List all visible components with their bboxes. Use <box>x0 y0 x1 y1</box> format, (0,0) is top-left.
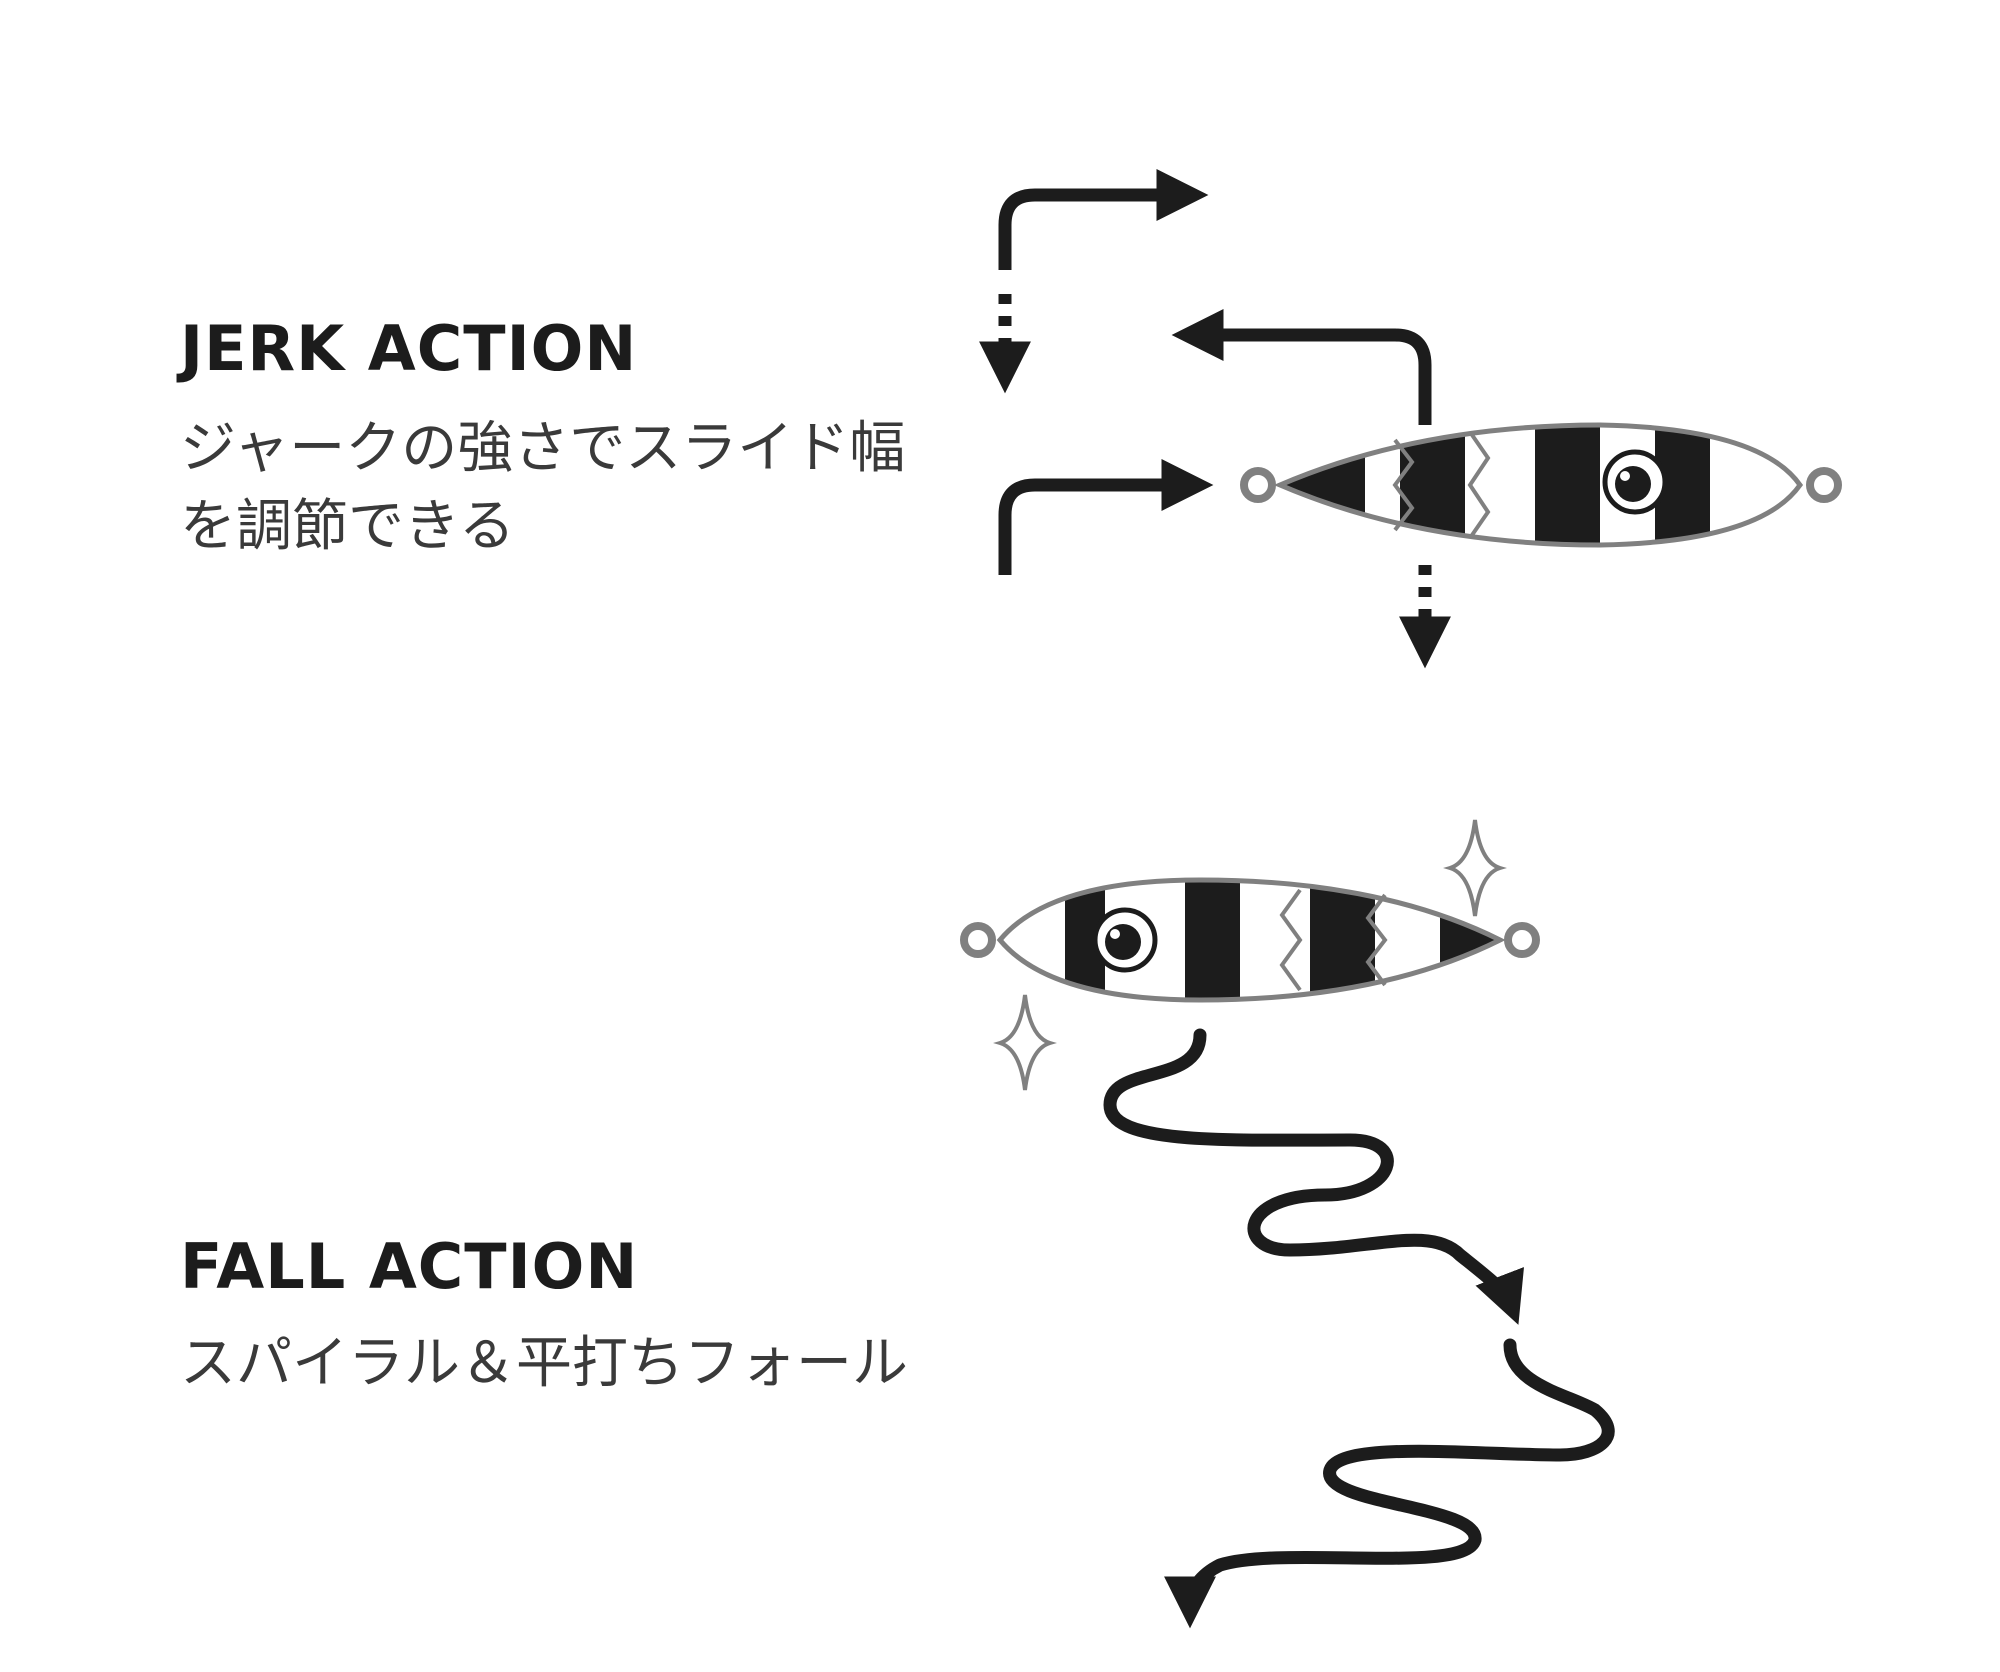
sparkle-icon-bottom <box>993 994 1057 1091</box>
fall-wave-lower <box>1164 1338 1615 1629</box>
jerk-arrows <box>979 169 1451 669</box>
jerk-arrow-right-top <box>998 169 1209 270</box>
jerk-action-description-line-2: を調節できる <box>180 494 515 559</box>
jerk-action-title: JERK ACTION <box>180 312 638 385</box>
fall-lure <box>960 877 1540 1003</box>
fall-lure-ring-right <box>1504 922 1540 958</box>
jerk-lure-ring-right <box>1806 467 1842 503</box>
sparkle-icon-top <box>1443 819 1507 917</box>
jerk-lure <box>1240 422 1842 548</box>
jerk-action-description-line-1: ジャークの強さでスライド幅 <box>180 416 906 481</box>
fall-lure-ring-left <box>960 922 996 958</box>
fall-action-description: スパイラル＆平打ちフォール <box>180 1331 908 1396</box>
fall-path <box>1103 1028 1615 1629</box>
jerk-arrow-right-bottom <box>998 459 1214 575</box>
fall-wave-upper <box>1103 1028 1524 1325</box>
jerk-lure-ring-left <box>1240 467 1276 503</box>
jerk-arrow-left-middle <box>1171 309 1432 425</box>
fall-action-title: FALL ACTION <box>180 1230 639 1303</box>
